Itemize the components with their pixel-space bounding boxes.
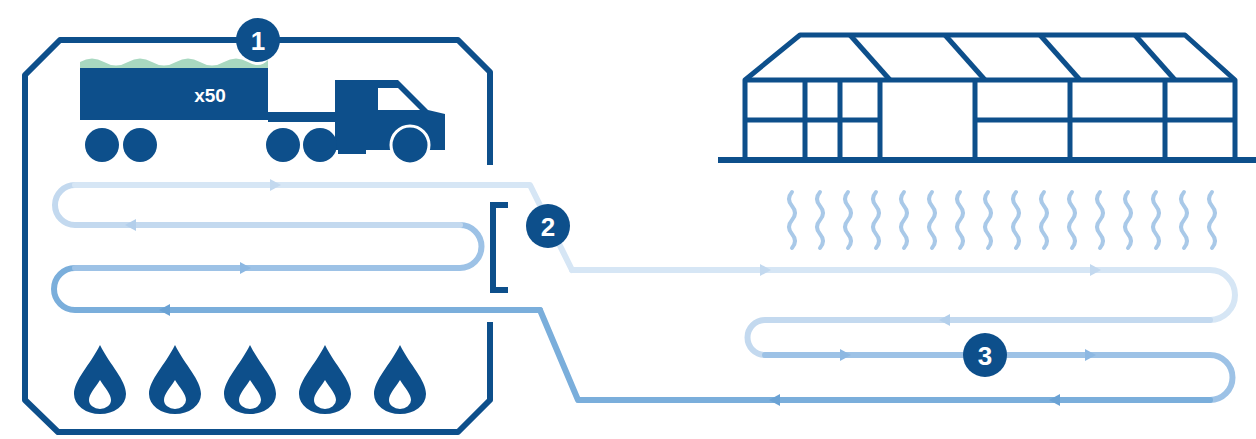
flame [374, 345, 426, 414]
heat-wave [957, 192, 963, 248]
flame-core [89, 380, 111, 409]
heat-wave [817, 192, 823, 248]
heat-wave [1153, 192, 1159, 248]
flame [224, 345, 276, 414]
flame [149, 345, 201, 414]
flame-core [389, 380, 411, 409]
callout-circle [526, 204, 570, 248]
callout-number: 2 [541, 214, 555, 240]
pipes [54, 185, 1235, 400]
bracket [493, 205, 508, 290]
heat-wave [1069, 192, 1075, 248]
heat-wave [845, 192, 851, 248]
heat-wave [1209, 192, 1215, 248]
heat-wave [873, 192, 879, 248]
flow-arrows [125, 179, 1101, 406]
plant-outline [25, 40, 490, 432]
heat-wave [1181, 192, 1187, 248]
callout-number: 3 [978, 343, 992, 369]
flame-core [314, 380, 336, 409]
flame-core [239, 380, 261, 409]
callout-number: 1 [251, 28, 265, 54]
heat-wave [929, 192, 935, 248]
flame-core [164, 380, 186, 409]
heat-wave [1013, 192, 1019, 248]
flame [299, 345, 351, 414]
callout-circle [236, 18, 280, 62]
heat-waves [789, 192, 1215, 248]
heat-wave [901, 192, 907, 248]
heat-wave [985, 192, 991, 248]
truck [80, 59, 445, 165]
callout-circle [963, 333, 1007, 377]
heat-wave [1097, 192, 1103, 248]
flames [74, 345, 426, 414]
greenhouse [718, 35, 1256, 160]
heat-wave [1125, 192, 1131, 248]
flame [74, 345, 126, 414]
heat-wave [789, 192, 795, 248]
load-count: x50 [194, 86, 226, 105]
heat-wave [1041, 192, 1047, 248]
